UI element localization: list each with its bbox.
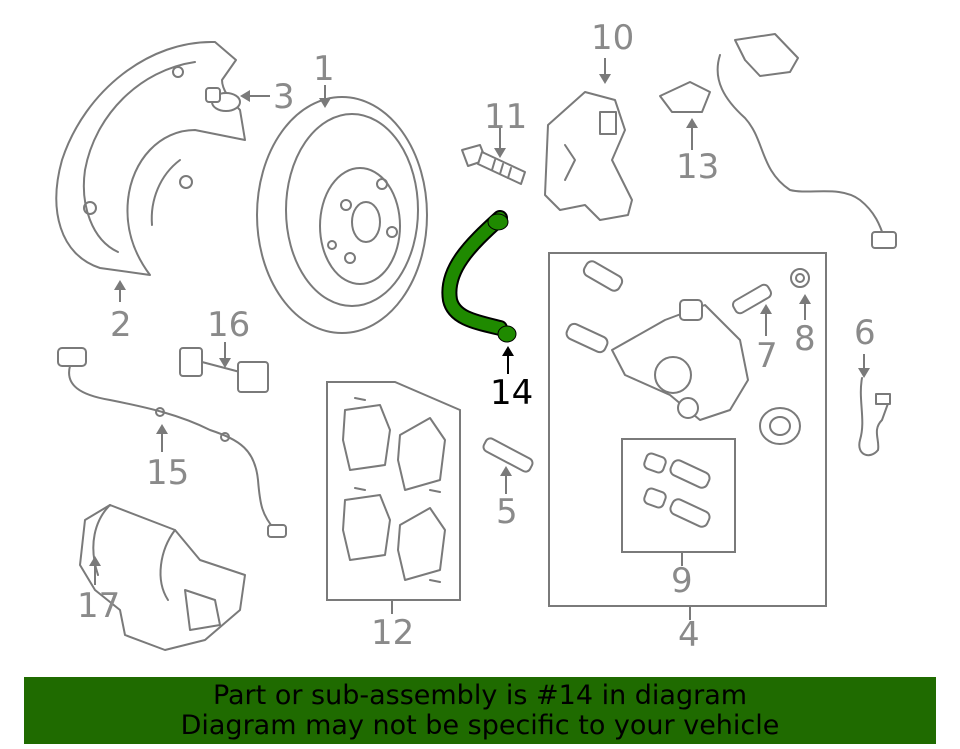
part-dust-shield: [55, 40, 246, 276]
info-banner: Part or sub-assembly is #14 in diagram D…: [24, 677, 936, 744]
callout-15: 15: [146, 453, 189, 493]
banner-line-2: Diagram may not be specific to your vehi…: [180, 710, 780, 741]
part-pin-kit: [643, 452, 711, 528]
callout-11: 11: [484, 97, 527, 137]
part-screw: [205, 87, 241, 112]
box-brake-pads: [326, 381, 461, 601]
part-brake-pads: [342, 397, 446, 583]
part-caliper-bracket: [544, 91, 633, 221]
part-abs-sensor: [659, 33, 897, 249]
part-brake-hose-highlighted: [441, 210, 517, 343]
callout-5: 5: [496, 492, 518, 532]
banner-line-1: Part or sub-assembly is #14 in diagram: [212, 680, 748, 711]
callout-14: 14: [490, 373, 533, 413]
part-caliper: [611, 299, 749, 421]
part-guide-pins: [565, 260, 624, 354]
part-pin: [482, 437, 534, 473]
part-connector: [179, 347, 269, 393]
callout-9: 9: [671, 561, 693, 601]
part-wiring-harness: [57, 347, 287, 538]
part-clip: [858, 377, 891, 457]
part-bleeder: [732, 283, 772, 315]
callout-3: 3: [273, 77, 295, 117]
callout-8: 8: [794, 319, 816, 359]
callout-7: 7: [756, 336, 778, 376]
callout-1: 1: [313, 49, 335, 89]
part-piston-seal: [759, 407, 801, 445]
callout-13: 13: [676, 147, 719, 187]
callout-2: 2: [110, 305, 132, 345]
part-brake-rotor: [256, 96, 428, 334]
callout-4: 4: [678, 615, 700, 655]
part-brake-motor: [79, 504, 246, 651]
box-caliper-assembly: [548, 252, 827, 607]
callout-10: 10: [591, 18, 634, 58]
callout-6: 6: [854, 313, 876, 353]
box-pin-kit: [621, 438, 736, 553]
part-bolt: [461, 144, 526, 185]
callout-12: 12: [371, 613, 414, 653]
callout-16: 16: [207, 305, 250, 345]
part-cap: [790, 268, 810, 288]
callout-17: 17: [77, 586, 120, 626]
